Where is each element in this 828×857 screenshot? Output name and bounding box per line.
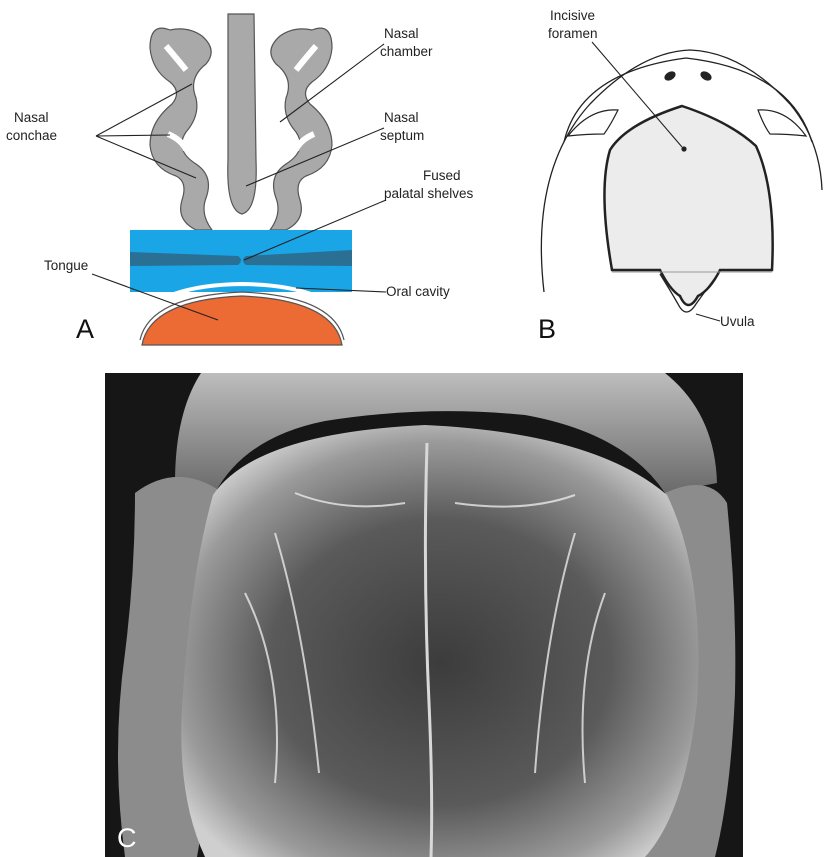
coronal-section-svg: Nasal conchae Nasal chamber Nasal septum… (0, 0, 520, 355)
label-fused-palatal-2: palatal shelves (384, 186, 474, 201)
label-nasal-chamber-1: Nasal (384, 26, 419, 41)
panel-c-micrograph: C (105, 373, 743, 857)
panel-a-diagram: Nasal conchae Nasal chamber Nasal septum… (0, 0, 520, 355)
right-conchae-shape (270, 28, 332, 230)
label-nasal-septum-1: Nasal (384, 110, 419, 125)
panel-letter-b: B (538, 314, 556, 344)
panel-letter-c: C (117, 823, 137, 853)
palate-surface (181, 425, 698, 857)
left-conchae-shape (150, 28, 212, 230)
label-oral-cavity: Oral cavity (386, 284, 450, 299)
fused-palate-shape (604, 106, 772, 305)
label-uvula: Uvula (720, 314, 755, 329)
label-incisive-2: foramen (548, 26, 598, 41)
label-nasal-conchae-1: Nasal (14, 110, 49, 125)
leader-uvula (696, 314, 720, 321)
label-fused-palatal-1: Fused (423, 168, 461, 183)
panel-letter-a: A (76, 314, 94, 344)
sem-image-svg: C (105, 373, 743, 857)
label-nasal-septum-2: septum (380, 128, 424, 143)
right-nostril (699, 70, 713, 83)
label-nasal-chamber-2: chamber (380, 44, 433, 59)
incisive-foramen-dot (681, 146, 686, 151)
label-incisive-1: Incisive (550, 8, 595, 23)
left-nostril (663, 70, 677, 83)
palate-view-svg: Incisive foramen Uvula B (520, 0, 828, 355)
label-nasal-conchae-2: conchae (6, 128, 57, 143)
label-tongue: Tongue (44, 258, 88, 273)
panel-b-diagram: Incisive foramen Uvula B (520, 0, 828, 355)
